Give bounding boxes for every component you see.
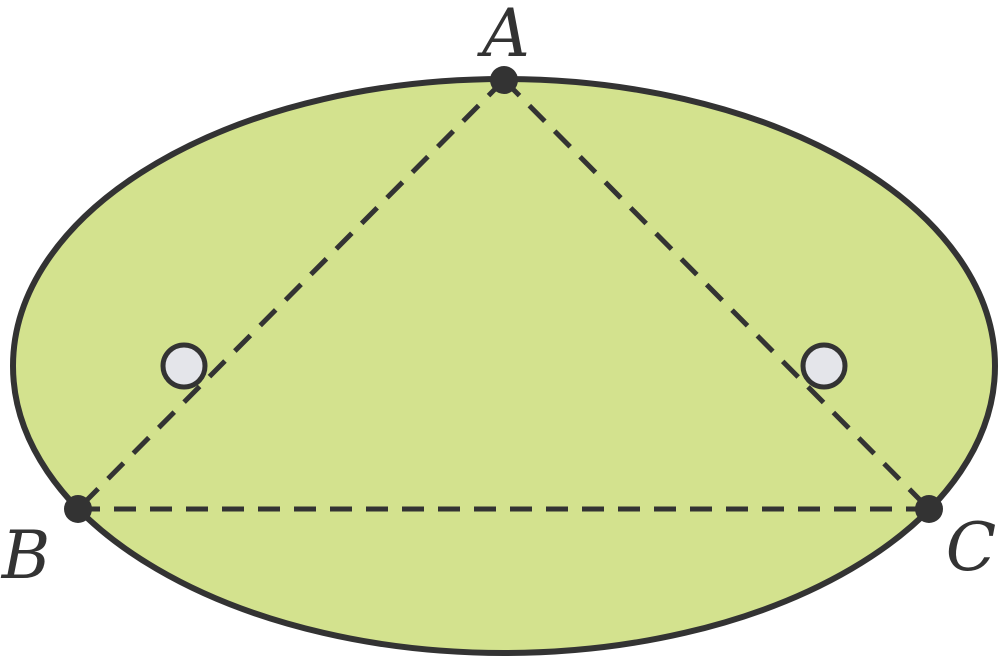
vertex-point-b bbox=[64, 495, 92, 523]
focus-left bbox=[160, 342, 208, 390]
ellipse bbox=[10, 76, 998, 656]
focus-right bbox=[800, 342, 848, 390]
vertex-label-b: B bbox=[1, 517, 51, 594]
side-ab bbox=[76, 78, 506, 511]
vertex-point-a bbox=[490, 66, 518, 94]
side-ac bbox=[502, 78, 931, 511]
vertex-label-a: A bbox=[476, 0, 530, 72]
vertex-label-c: C bbox=[946, 509, 997, 586]
vertex-point-c bbox=[915, 495, 943, 523]
